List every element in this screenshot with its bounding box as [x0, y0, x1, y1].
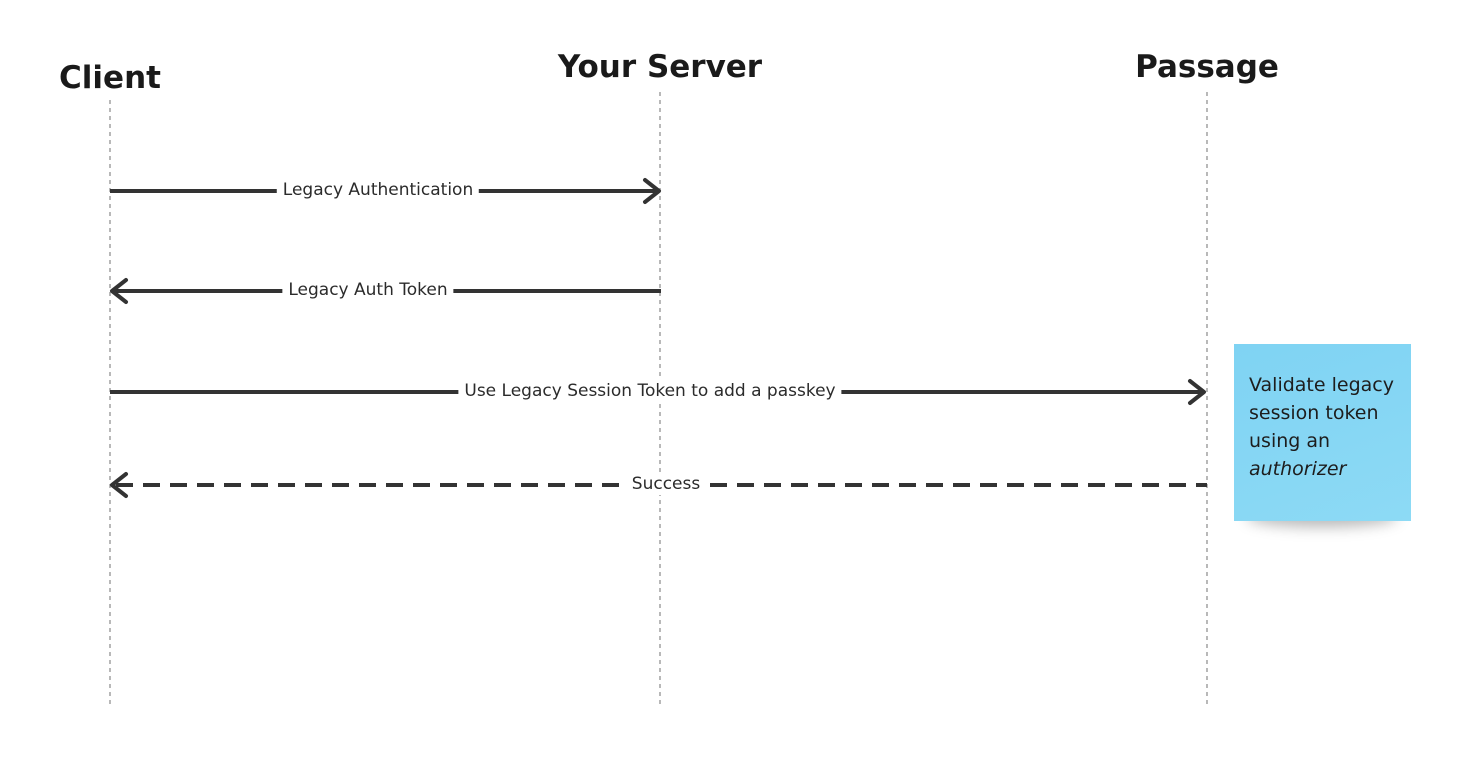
sticky-note-emphasis: authorizer: [1249, 458, 1347, 480]
sticky-note: Validate legacy session token using an a…: [1234, 344, 1411, 521]
sticky-note-text: Validate legacy session token using an: [1249, 374, 1394, 452]
message-label-legacy-auth-token: Legacy Auth Token: [282, 279, 454, 301]
actor-client-label: Client: [59, 60, 161, 96]
actor-server-label: Your Server: [557, 49, 763, 85]
message-label-use-legacy-session-token: Use Legacy Session Token to add a passke…: [458, 380, 842, 402]
actor-passage-label: Passage: [1135, 49, 1279, 85]
message-label-legacy-authentication: Legacy Authentication: [276, 179, 480, 201]
message-label-success: Success: [625, 473, 707, 495]
